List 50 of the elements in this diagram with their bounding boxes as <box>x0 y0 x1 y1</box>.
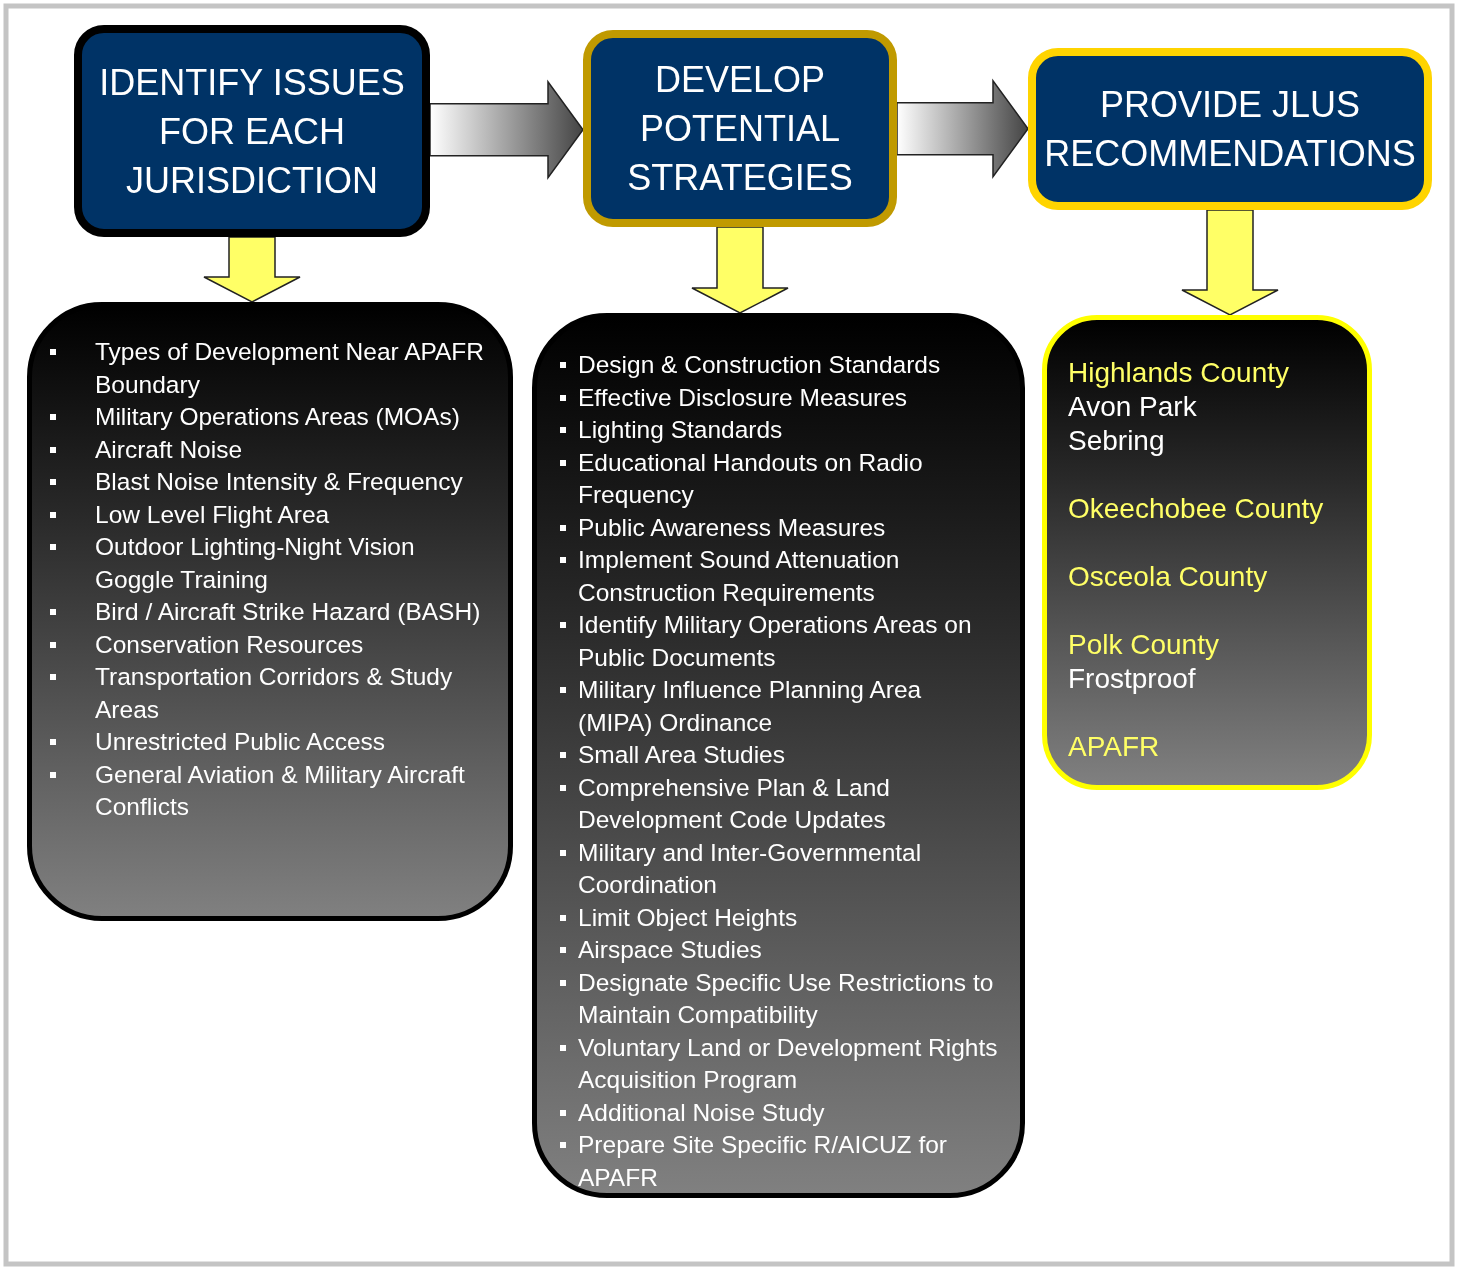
block-arrow <box>896 78 1029 180</box>
bullet-item: Comprehensive Plan & Land Development Code Updates <box>560 771 1000 837</box>
bullet-item: Design & Construction Standards <box>560 349 1000 382</box>
bullet-item: Military and Inter-Governmental Coordination <box>560 836 1000 902</box>
city-name: Sebring <box>1068 424 1166 458</box>
step-box <box>74 25 430 237</box>
city-name: Frostproof <box>1068 662 1197 696</box>
bullet-item: Low Level Flight Area <box>50 498 488 531</box>
county-name: Osceola County <box>1068 560 1269 594</box>
bullet-item: Aircraft Noise <box>50 433 488 466</box>
bullet-item: Designate Specific Use Restrictions to Maintain Compatibility <box>560 966 1000 1032</box>
county-name: APAFR <box>1068 730 1161 764</box>
bullet-item: Military Operations Areas (MOAs) <box>50 401 488 434</box>
county-name: Highlands County <box>1068 356 1291 390</box>
heading-text: IDENTIFY ISSUES FOR EACH JURISDICTION <box>98 60 406 203</box>
bullet-item: Additional Noise Study <box>560 1096 1000 1129</box>
city-name: Avon Park <box>1068 390 1198 424</box>
list-panel <box>27 302 513 921</box>
bullet-item: Transportation Corridors & Study Areas <box>50 661 488 726</box>
bullet-item: Airspace Studies <box>560 934 1000 967</box>
block-arrow <box>1181 209 1279 316</box>
heading-text: DEVELOP POTENTIAL STRATEGIES <box>626 58 854 200</box>
block-arrow <box>203 236 301 303</box>
step-box <box>583 30 897 227</box>
bullet-item: Educational Handouts on Radio Frequency <box>560 446 1000 512</box>
bullet-item: Military Influence Planning Area (MIPA) Ordinance <box>560 674 1000 739</box>
bullet-item: Voluntary Land or Development Rights Acquisition Program <box>560 1031 1000 1097</box>
bullet-item: Limit Object Heights <box>560 901 1000 934</box>
block-arrow <box>429 79 584 181</box>
bullet-item: Effective Disclosure Measures <box>560 381 1000 414</box>
bullet-item: Implement Sound Attenuation Construction Requirements <box>560 544 1000 609</box>
bullet-item: Conservation Resources <box>50 628 488 661</box>
county-name: Polk County <box>1068 628 1220 662</box>
county-name: Okeechobee County <box>1068 492 1325 526</box>
bullet-item: Public Awareness Measures <box>560 511 1000 544</box>
bullet-item: Bird / Aircraft Strike Hazard (BASH) <box>50 596 488 629</box>
bullet-item: Prepare Site Specific R/AICUZ for APAFR <box>560 1129 1000 1194</box>
bullet-item: Blast Noise Intensity & Frequency <box>50 466 488 499</box>
bullet-item: Outdoor Lighting-Night Vision Goggle Training <box>50 531 488 596</box>
step-box <box>1028 48 1432 210</box>
bullet-item: Identify Military Operations Areas on Public Documents <box>560 609 1000 674</box>
bullet-item: Lighting Standards <box>560 414 1000 447</box>
block-arrow <box>691 226 789 314</box>
list-panel <box>532 313 1025 1198</box>
bullet-item: General Aviation & Military Aircraft Conflicts <box>50 758 488 824</box>
bullet-item: Unrestricted Public Access <box>50 726 488 759</box>
bullet-item: Types of Development Near APAFR Boundary <box>50 336 488 401</box>
heading-text: PROVIDE JLUS RECOMMENDATIONS <box>1043 83 1417 176</box>
list-panel <box>1042 315 1372 790</box>
bullet-item: Small Area Studies <box>560 739 1000 772</box>
